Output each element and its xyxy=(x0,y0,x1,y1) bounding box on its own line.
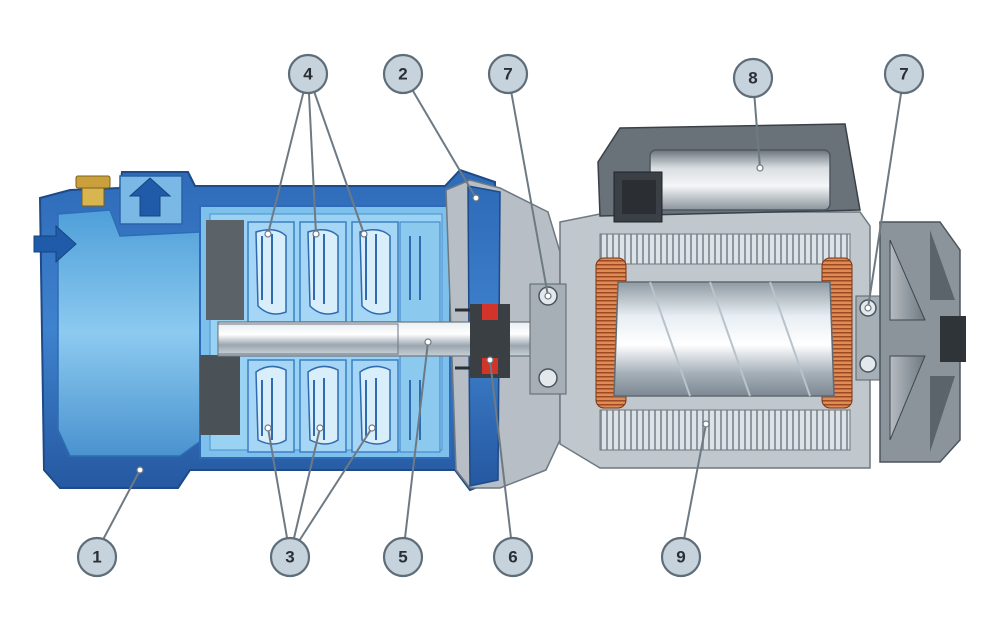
priming-plug-icon xyxy=(75,175,111,207)
callout-7-rear: 7 xyxy=(883,53,925,95)
callout-8: 8 xyxy=(732,57,774,99)
callout-9: 9 xyxy=(660,536,702,578)
bearing-rear xyxy=(855,295,881,381)
callout-7-front: 7 xyxy=(487,53,529,95)
callout-5-label: 5 xyxy=(398,548,407,567)
leader-lines xyxy=(96,73,905,556)
callout-4: 4 xyxy=(287,53,329,95)
callout-1: 1 xyxy=(76,536,118,578)
callout-5: 5 xyxy=(382,536,424,578)
outlet-arrow-icon xyxy=(128,177,172,217)
callout-3-label: 3 xyxy=(285,548,294,567)
callout-6-label: 6 xyxy=(508,548,517,567)
callout-7-front-label: 7 xyxy=(503,65,512,84)
bearing-front xyxy=(529,283,567,395)
callout-4-label: 4 xyxy=(303,65,313,84)
callout-9-label: 9 xyxy=(676,548,685,567)
callout-2: 2 xyxy=(382,53,424,95)
motor-housing xyxy=(559,211,871,469)
callout-1-label: 1 xyxy=(92,548,101,567)
capacitor-box xyxy=(597,123,861,223)
inlet-arrow-icon xyxy=(33,224,77,264)
callout-3: 3 xyxy=(269,536,311,578)
callout-2-label: 2 xyxy=(398,65,407,84)
cooling-fan xyxy=(879,221,966,463)
callout-8-label: 8 xyxy=(748,69,757,88)
callout-6: 6 xyxy=(492,536,534,578)
callout-7-rear-label: 7 xyxy=(899,65,908,84)
